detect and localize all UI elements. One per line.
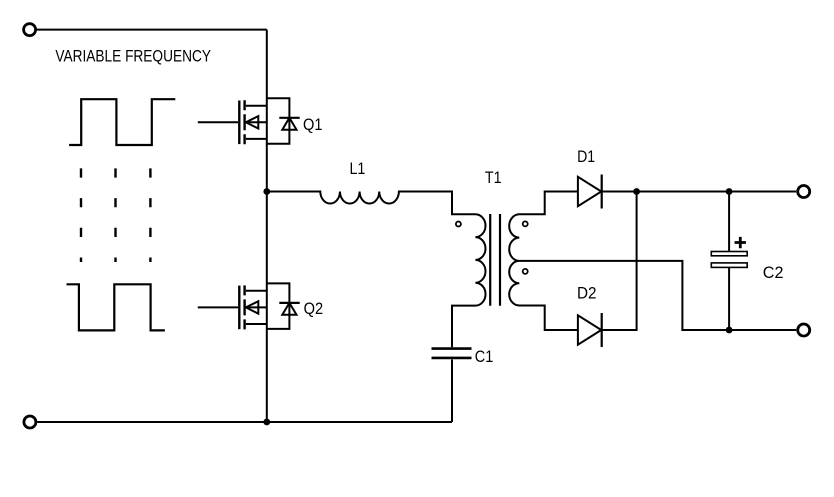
- svg-text:C1: C1: [475, 348, 493, 366]
- svg-text:C2: C2: [763, 263, 784, 282]
- svg-text:D2: D2: [577, 284, 597, 303]
- svg-text:Q2: Q2: [304, 300, 324, 318]
- svg-text:L1: L1: [350, 160, 366, 178]
- svg-text:VARIABLE FREQUENCY: VARIABLE FREQUENCY: [55, 47, 211, 66]
- svg-text:Q1: Q1: [303, 116, 323, 134]
- svg-text:T1: T1: [485, 169, 502, 187]
- svg-text:D1: D1: [577, 148, 595, 166]
